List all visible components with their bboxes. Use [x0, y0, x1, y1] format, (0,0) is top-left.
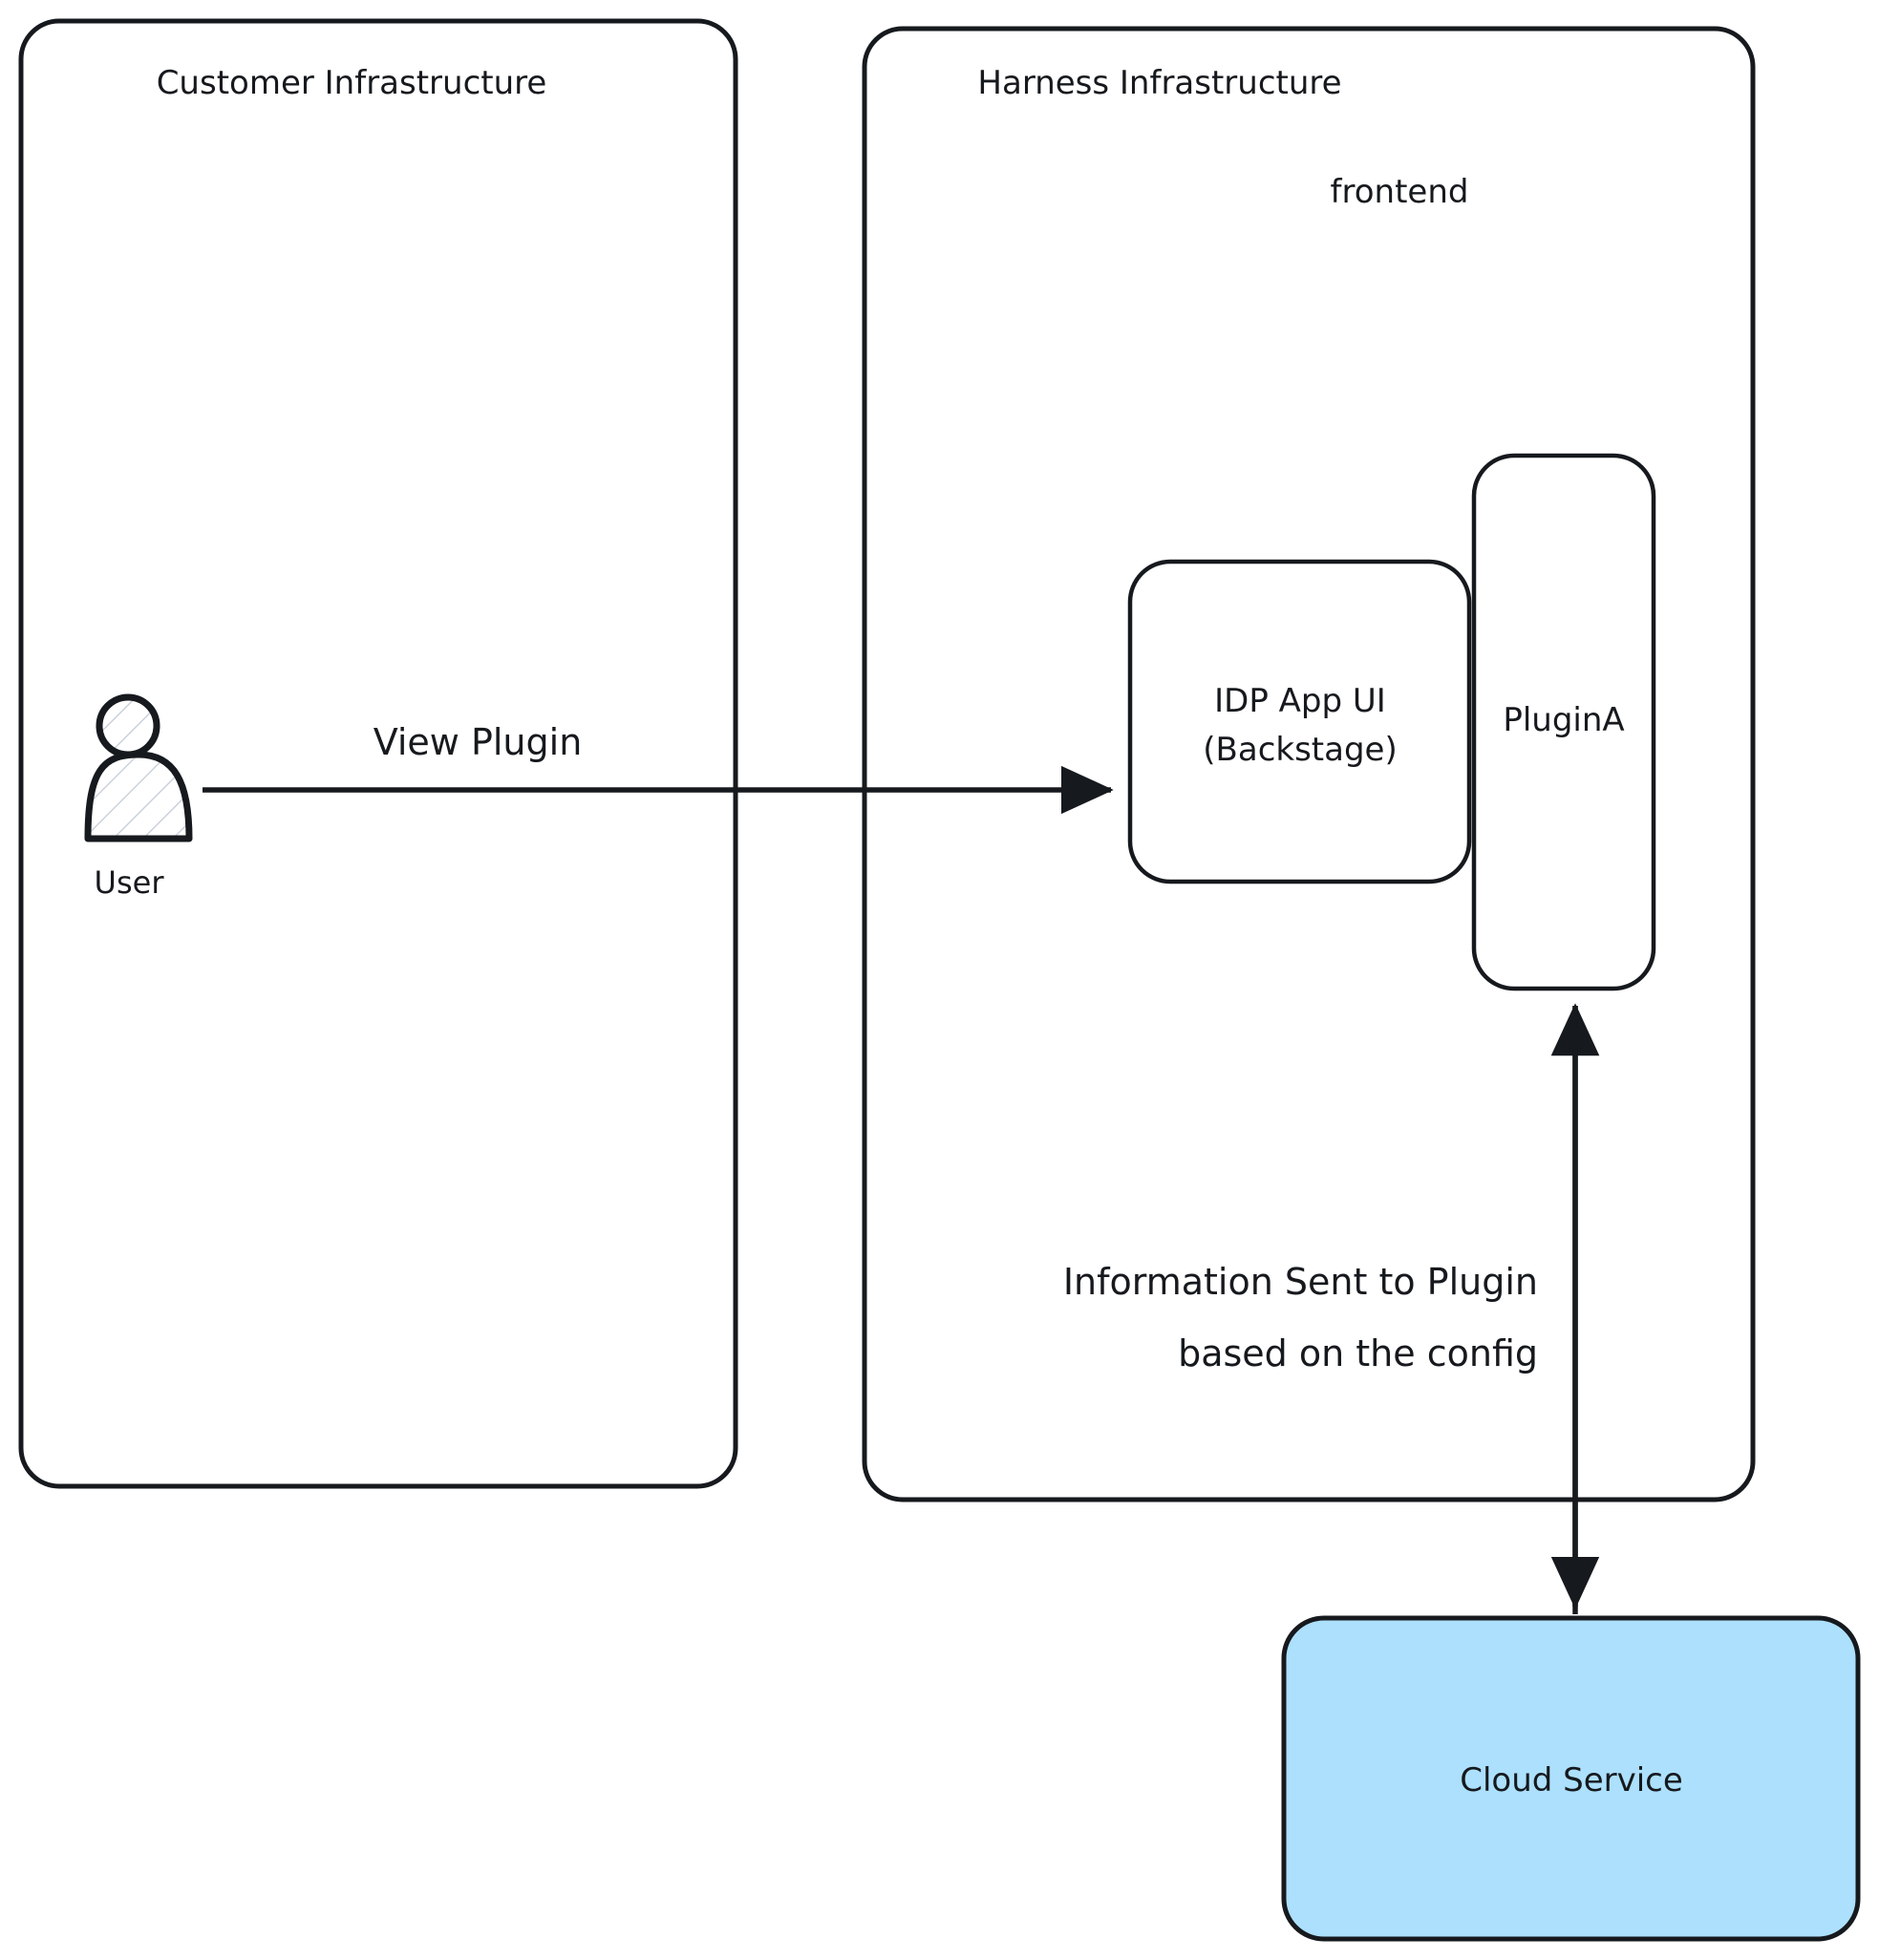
- view-plugin-edge-label: View Plugin: [374, 721, 583, 763]
- idp-app-ui-label-line-1: IDP App UI: [1214, 682, 1386, 720]
- plugin-to-cloud-edge-label-line-2: based on the config: [1178, 1332, 1538, 1374]
- idp-app-ui-shape: [1127, 559, 1472, 884]
- frontend-section-label: frontend: [1331, 173, 1469, 211]
- node-cloud-service[interactable]: Cloud Service: [1281, 1615, 1861, 1942]
- idp-app-ui-label-line-2: (Backstage): [1203, 731, 1397, 769]
- cloud-service-shape: [1281, 1615, 1861, 1942]
- plugin-a-shape: [1471, 453, 1656, 991]
- user-actor-body-icon: [84, 751, 193, 842]
- plugin-to-cloud-edge-label-line-1: Information Sent to Plugin: [1063, 1261, 1538, 1303]
- cloud-service-label: Cloud Service: [1460, 1761, 1683, 1800]
- plugin-a-label: PluginA: [1503, 701, 1624, 739]
- harness-infrastructure-boundary: [862, 26, 1756, 1502]
- customer-infrastructure-title: Customer Infrastructure: [157, 64, 547, 102]
- user-actor-head-icon: [96, 693, 160, 758]
- node-idp-app-ui[interactable]: IDP App UI (Backstage): [1127, 559, 1472, 884]
- user-actor[interactable]: User: [84, 693, 193, 901]
- edge-information-sent-to-plugin[interactable]: Information Sent to Plugin based on the …: [1063, 1003, 1600, 1614]
- harness-infrastructure-title: Harness Infrastructure: [977, 64, 1341, 102]
- customer-infrastructure-boundary: [18, 18, 738, 1489]
- user-actor-label: User: [95, 864, 165, 901]
- edge-view-plugin[interactable]: View Plugin: [203, 721, 1114, 815]
- node-plugin-a[interactable]: PluginA: [1471, 453, 1656, 991]
- group-customer-infrastructure[interactable]: Customer Infrastructure: [18, 18, 738, 1489]
- group-harness-infrastructure[interactable]: Harness Infrastructure frontend: [862, 26, 1756, 1502]
